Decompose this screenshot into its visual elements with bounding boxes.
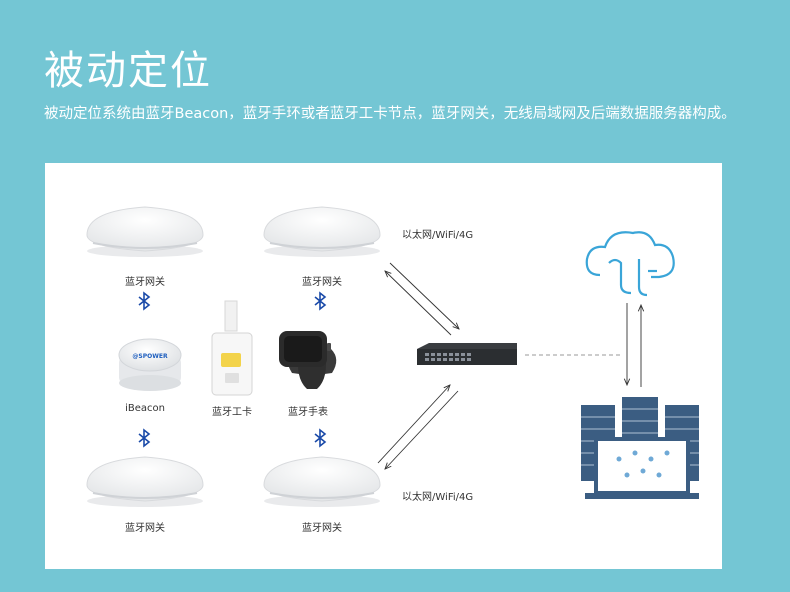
bluetooth-icon xyxy=(314,428,327,448)
page-title: 被动定位 xyxy=(44,48,212,94)
network-switch xyxy=(417,343,517,365)
page-description: 被动定位系统由蓝牙Beacon，蓝牙手环或者蓝牙工卡节点，蓝牙网关，无线局域网及… xyxy=(44,106,736,122)
beacon-logo: @SPOWER xyxy=(132,353,168,360)
bluetooth-icon xyxy=(138,291,151,311)
gateway-label: 蓝牙网关 xyxy=(125,523,165,534)
bluetooth-icon xyxy=(138,428,151,448)
gateway-label: 蓝牙网关 xyxy=(302,277,342,288)
ibeacon-label: iBeacon xyxy=(125,403,165,414)
gateway-bottom-center xyxy=(263,456,381,507)
gateway-top-center xyxy=(263,206,381,257)
cloud-server-arrows xyxy=(627,303,641,387)
badge-device xyxy=(211,300,253,396)
gateway-bottom-left xyxy=(86,456,204,507)
ibeacon-device: @SPOWER xyxy=(118,338,182,391)
gateway-label: 蓝牙网关 xyxy=(125,277,165,288)
diagram-panel: @SPOWER xyxy=(45,163,722,569)
gateway-label: 蓝牙网关 xyxy=(302,523,342,534)
link-label-top: 以太网/WiFi/4G xyxy=(402,230,474,241)
watch-device xyxy=(279,331,337,389)
cloud-icon xyxy=(585,231,675,297)
monitor-icon xyxy=(585,437,699,499)
link-arrows-top xyxy=(385,262,459,336)
badge-label: 蓝牙工卡 xyxy=(212,407,252,418)
watch-label: 蓝牙手表 xyxy=(288,407,328,418)
bluetooth-icon xyxy=(314,291,327,311)
link-label-bottom: 以太网/WiFi/4G xyxy=(402,492,474,503)
link-arrows-bottom xyxy=(377,385,459,469)
network-diagram: @SPOWER xyxy=(86,206,699,507)
gateway-top-left xyxy=(86,206,204,257)
